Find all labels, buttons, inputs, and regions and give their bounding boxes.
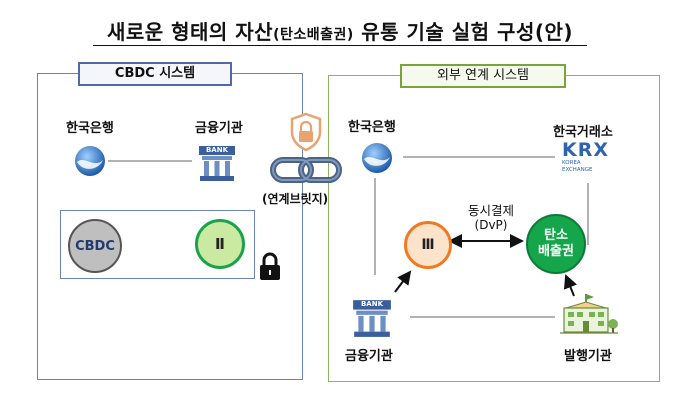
bank-building-icon: BANK — [197, 143, 237, 183]
bok-logo-icon — [75, 146, 105, 176]
chain-link-icon — [270, 157, 342, 183]
arrow-bank-to-3 — [394, 270, 412, 293]
right-fin-label: 금융기관 — [345, 349, 393, 364]
cbdc-system-tag: CBDC 시스템 — [78, 62, 232, 86]
issuer-label: 발행기관 — [564, 349, 612, 364]
dvp-label: 동시결제 — [467, 203, 514, 218]
page-title: 새로운 형태의 자산(탄소배출권) 유통 기술 실험 구성(안) — [0, 16, 680, 45]
dvp-sub-label: (DvP) — [474, 218, 508, 232]
cbdc-node-label: CBDC — [75, 238, 115, 254]
lock-icon — [260, 252, 280, 280]
carbon-credit-node: 탄소 배출권 — [526, 214, 586, 274]
title-paren: (탄소배출권) — [273, 27, 354, 43]
bank-building-icon: BANK — [351, 297, 393, 339]
title-underline — [93, 45, 587, 46]
bank-sign-text: BANK — [360, 300, 384, 308]
arrow-issuer-to-carbon — [563, 274, 577, 297]
left-fin-label: 금융기관 — [195, 121, 243, 136]
node-3-label: Ⅲ — [421, 237, 435, 253]
bok-logo-icon — [362, 143, 392, 173]
right-krx-label: 한국거래소 — [553, 125, 613, 140]
bridge-label: (연계브릿지) — [262, 192, 329, 206]
external-system-tag: 외부 연계 시스템 — [400, 64, 566, 88]
krx-logo-text: KRX — [562, 139, 610, 161]
title-main: 새로운 형태의 자산 — [106, 20, 274, 44]
shield-lock-icon — [290, 112, 322, 152]
node-2: Ⅱ — [195, 219, 245, 269]
bank-sign-text: BANK — [205, 146, 229, 154]
carbon-credit-line1: 탄소 — [544, 228, 568, 243]
left-bok-label: 한국은행 — [66, 121, 114, 136]
right-bok-label: 한국은행 — [348, 120, 396, 135]
issuer-building-icon — [560, 294, 618, 334]
krx-logo: KRX KOREA EXCHANGE — [562, 140, 620, 180]
node-2-label: Ⅱ — [215, 235, 225, 253]
carbon-credit-line2: 배출권 — [538, 244, 574, 259]
krx-logo-sub: KOREA EXCHANGE — [562, 160, 593, 173]
node-3: Ⅲ — [404, 221, 452, 269]
title-tail: 유통 기술 실험 구성(안) — [353, 20, 574, 44]
cbdc-node: CBDC — [68, 219, 122, 273]
